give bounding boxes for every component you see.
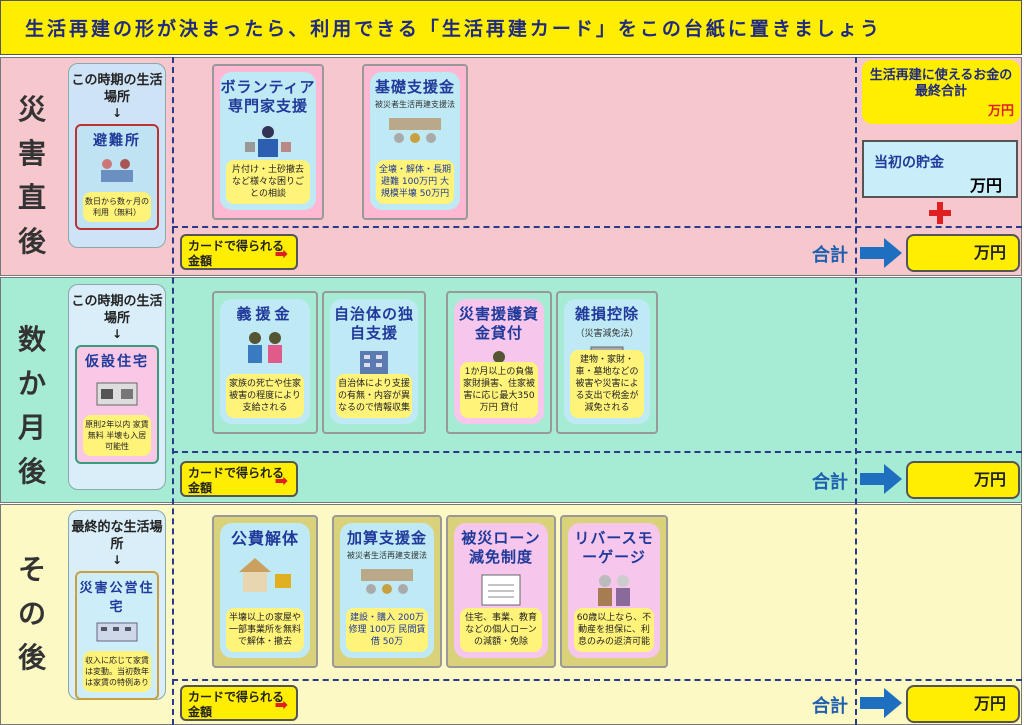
card-additional-support[interactable]: 加算支援金 被災者生活再建支援法 建設・購入 200万 修理 100万 民間賃借… [332, 515, 442, 668]
blue-arrow-icon [860, 238, 902, 268]
total-box[interactable]: 万円 [906, 234, 1020, 272]
total-label: 合計 [812, 472, 848, 493]
card-description: 建設・購入 200万 修理 100万 民間賃借 50万 [346, 608, 428, 652]
header-banner: 生活再建の形が決まったら、利用できる「生活再建カード」をこの台紙に置きましょう [0, 0, 1022, 55]
place-note: 数日から数ヶ月の利用（無料） [83, 192, 151, 222]
card-description: 住宅、事業、教育などの個人ローンの減額・免除 [460, 608, 542, 652]
card-title: 加算支援金 [346, 529, 427, 547]
card-title: 被災ローン減免制度 [461, 529, 541, 566]
total-label: 合計 [812, 696, 848, 717]
apartment-icon [96, 622, 138, 642]
gain-label: カードで得られる金額 [188, 690, 285, 719]
couple-icon [248, 332, 282, 363]
card-subtitle: 被災者生活再建支援法 [375, 100, 455, 109]
savings-box[interactable]: 当初の貯金 万円 [862, 140, 1018, 198]
card-title: 公費解体 [230, 529, 299, 548]
dashed-guide [172, 226, 1022, 228]
worker-icon [245, 126, 291, 157]
elderly-couple-icon [598, 575, 630, 606]
card-title: ボランティア専門家支援 [220, 78, 316, 115]
card-description: 60歳以上なら、不動産を担保に、利息のみの返済可能 [574, 608, 654, 652]
gain-label: カードで得られる金額 [188, 239, 285, 268]
card-title: リバースモーゲージ [574, 529, 654, 566]
final-total-panel[interactable]: 生活再建に使えるお金の最終合計 万円 [862, 60, 1020, 124]
money-icon [389, 118, 441, 143]
place-heading: この時期の生活場所 [71, 294, 163, 326]
place-name: 避難所 [93, 133, 141, 149]
living-place-panel: この時期の生活場所 ↓ 避難所 数日から数ヶ月の利用（無料） [68, 63, 166, 248]
document-icon [481, 574, 521, 606]
card-description: 家族の死亡や住家被害の程度により支給される [226, 374, 304, 418]
place-card-temporary-housing[interactable]: 仮設住宅 原則2年以内 家賃無料 半壊も入居可能性 [75, 345, 159, 464]
right-arrow-icon: ➡ [274, 244, 288, 263]
dashed-guide [172, 57, 174, 725]
card-description: 半壊以上の家屋や一部事業所を無料で解体・撤去 [226, 608, 304, 652]
card-description: 全壊・解体・長期避難 100万円 大規模半壊 50万円 [376, 160, 454, 204]
card-title: 義援金 [236, 305, 294, 323]
savings-label: 当初の貯金 [874, 155, 944, 171]
card-description: 1か月以上の負傷家財損害、住家被害に応じ最大350万円 貸付 [460, 362, 538, 418]
phase-label: その後 [17, 553, 46, 674]
phase-row-immediate [0, 57, 1022, 276]
savings-unit: 万円 [969, 176, 1002, 195]
card-title: 基礎支援金 [374, 78, 455, 96]
page-title: 生活再建の形が決まったら、利用できる「生活再建カード」をこの台紙に置きましょう [25, 18, 882, 40]
card-casualty-deduction[interactable]: 雑損控除 （災害減免法） 建物・家財・車・墓地などの被害や災害による支出で税金が… [556, 291, 658, 434]
blue-arrow-icon [860, 464, 902, 494]
place-name: 仮設住宅 [85, 354, 149, 370]
card-description: 片付け・土砂撤去など様々な困りごとの相談 [226, 160, 310, 204]
place-card-public-housing[interactable]: 災害公営住宅 収入に応じて家賃は変動。当初数年は家賃の特例あり [75, 571, 159, 700]
card-title: 雑損控除 [574, 305, 639, 323]
card-donation[interactable]: 義援金 家族の死亡や住家被害の程度により支給される [212, 291, 318, 434]
total-box[interactable]: 万円 [906, 685, 1020, 723]
card-volunteer[interactable]: ボランティア専門家支援 片付け・土砂撤去など様々な困りごとの相談 [212, 64, 324, 220]
dashed-guide [172, 679, 1022, 681]
final-total-unit: 万円 [987, 104, 1014, 119]
dashed-guide [855, 57, 857, 725]
gain-amount-button[interactable]: カードで得られる金額➡ [180, 234, 298, 270]
place-name: 災害公営住宅 [79, 581, 155, 615]
card-title: 災害援護資金貸付 [458, 305, 539, 342]
right-arrow-icon: ➡ [274, 695, 288, 714]
card-subtitle: 被災者生活再建支援法 [347, 551, 427, 560]
living-place-panel: この時期の生活場所 ↓ 仮設住宅 原則2年以内 家賃無料 半壊も入居可能性 [68, 284, 166, 490]
card-public-demolition[interactable]: 公費解体 半壊以上の家屋や一部事業所を無料で解体・撤去 [212, 515, 318, 668]
card-description: 建物・家財・車・墓地などの被害や災害による支出で税金が減免される [570, 350, 644, 418]
card-loan-relief[interactable]: 被災ローン減免制度 住宅、事業、教育などの個人ローンの減額・免除 [446, 515, 556, 668]
down-arrow-icon: ↓ [111, 106, 123, 120]
card-municipal-support[interactable]: 自治体の独自支援 自治体により支援の有無・内容が異なるので情報収集 [322, 291, 426, 434]
total-label: 合計 [812, 245, 848, 266]
gain-amount-button[interactable]: カードで得られる金額➡ [180, 685, 298, 721]
down-arrow-icon: ↓ [111, 327, 123, 341]
house-icon [96, 382, 138, 406]
family-icon [101, 159, 133, 182]
building-icon [360, 351, 388, 377]
demolition-icon [239, 558, 291, 592]
card-description: 自治体により支援の有無・内容が異なるので情報収集 [336, 374, 412, 418]
card-subtitle: （災害減免法） [575, 329, 639, 339]
plus-icon [929, 202, 951, 224]
card-reverse-mortgage[interactable]: リバースモーゲージ 60歳以上なら、不動産を担保に、利息のみの返済可能 [560, 515, 668, 668]
phase-label: 数か月後 [17, 323, 46, 488]
phase-label: 災害直後 [17, 93, 46, 258]
card-basic-support[interactable]: 基礎支援金 被災者生活再建支援法 全壊・解体・長期避難 100万円 大規模半壊 … [362, 64, 468, 220]
living-place-panel: 最終的な生活場所 ↓ 災害公営住宅 収入に応じて家賃は変動。当初数年は家賃の特例… [68, 510, 166, 700]
place-note: 収入に応じて家賃は変動。当初数年は家賃の特例あり [83, 651, 151, 692]
final-total-title: 生活再建に使えるお金の最終合計 [869, 68, 1013, 99]
money-icon [361, 569, 413, 594]
place-card-shelter[interactable]: 避難所 数日から数ヶ月の利用（無料） [75, 124, 159, 230]
gain-amount-button[interactable]: カードで得られる金額➡ [180, 461, 298, 497]
dashed-guide [172, 451, 1022, 453]
down-arrow-icon: ↓ [111, 553, 123, 567]
place-note: 原則2年以内 家賃無料 半壊も入居可能性 [83, 415, 151, 456]
right-arrow-icon: ➡ [274, 471, 288, 490]
blue-arrow-icon [860, 688, 902, 718]
card-title: 自治体の独自支援 [333, 305, 414, 342]
place-heading: この時期の生活場所 [71, 73, 163, 105]
place-heading: 最終的な生活場所 [71, 520, 163, 552]
total-box[interactable]: 万円 [906, 461, 1020, 499]
card-relief-loan[interactable]: 災害援護資金貸付 1か月以上の負傷家財損害、住家被害に応じ最大350万円 貸付 [446, 291, 552, 434]
gain-label: カードで得られる金額 [188, 466, 285, 495]
